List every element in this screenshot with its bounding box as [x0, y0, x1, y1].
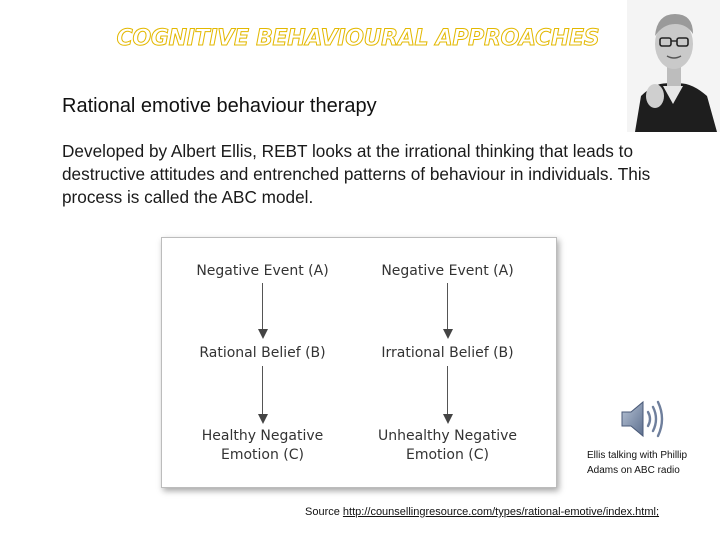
slide-title: COGNITIVE BEHAVIOURAL APPROACHES	[116, 26, 600, 52]
source-prefix: Source	[305, 506, 343, 518]
speaker-icon[interactable]	[618, 397, 666, 441]
audio-caption: Ellis talking with Phillip Adams on ABC …	[587, 450, 688, 476]
left-healthy-emotion: Healthy Negative Emotion (C)	[175, 427, 350, 465]
right-emotion-line2: Emotion (C)	[405, 447, 489, 463]
left-negative-event: Negative Event (A)	[196, 263, 329, 279]
albert-ellis-portrait	[627, 0, 720, 132]
right-irrational-belief: Irrational Belief (B)	[381, 345, 514, 361]
section-subtitle: Rational emotive behaviour therapy	[62, 95, 377, 117]
abc-model-diagram: Negative Event (A) Rational Belief (B) H…	[161, 237, 557, 488]
description-paragraph: Developed by Albert Ellis, REBT looks at…	[62, 141, 651, 207]
right-emotion-line1: Unhealthy Negative	[377, 428, 517, 444]
right-unhealthy-emotion: Unhealthy Negative Emotion (C)	[360, 427, 535, 465]
left-arrow-a-to-b	[258, 283, 268, 339]
right-negative-event: Negative Event (A)	[381, 263, 514, 279]
right-arrow-b-to-c	[443, 366, 453, 424]
portrait-photo	[627, 0, 720, 132]
left-arrow-b-to-c	[258, 366, 268, 424]
left-rational-belief: Rational Belief (B)	[199, 345, 326, 361]
source-link[interactable]: http://counsellingresource.com/types/rat…	[342, 506, 660, 518]
right-arrow-a-to-b	[443, 283, 453, 339]
left-emotion-line1: Healthy Negative	[201, 428, 324, 444]
source-citation: Source http://counsellingresource.com/ty…	[305, 506, 659, 518]
left-emotion-line2: Emotion (C)	[220, 447, 304, 463]
